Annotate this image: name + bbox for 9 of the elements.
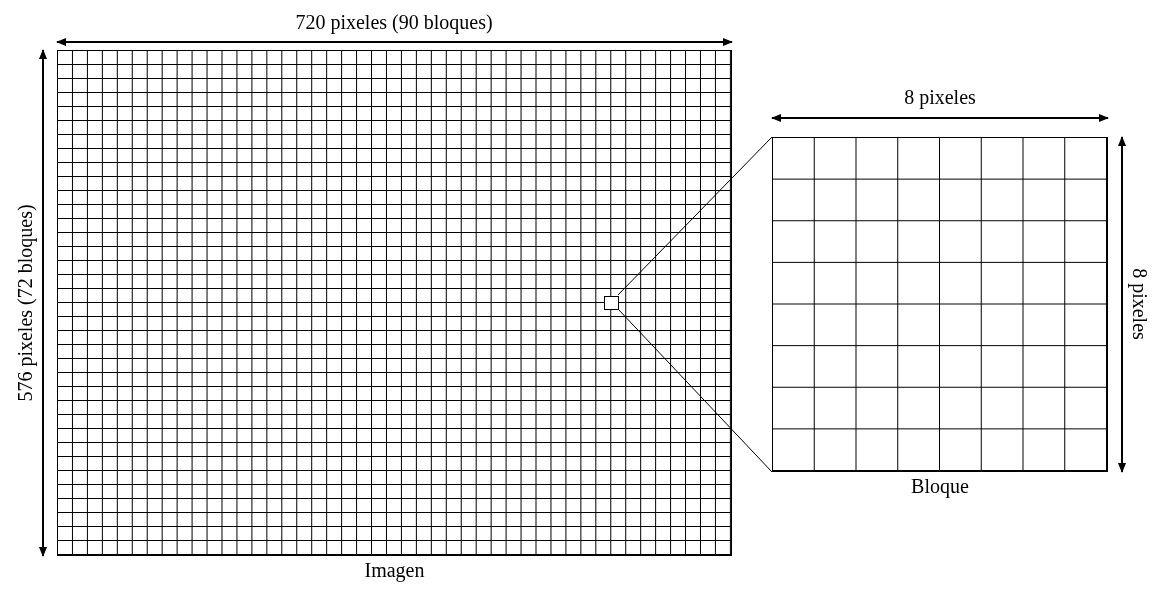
zoom-line	[617, 136, 773, 296]
dimension-label: 576 pixeles (72 bloques)	[15, 204, 35, 402]
zoom-line	[617, 308, 773, 473]
dimension-label: 8 pixeles	[904, 87, 976, 107]
block-cell	[604, 296, 619, 310]
dimension-label: 8 pixeles	[1130, 268, 1150, 340]
dimension-label: 720 pixeles (90 bloques)	[295, 12, 493, 32]
caption-text: Imagen	[364, 559, 425, 581]
caption-text: Bloque	[911, 475, 969, 497]
